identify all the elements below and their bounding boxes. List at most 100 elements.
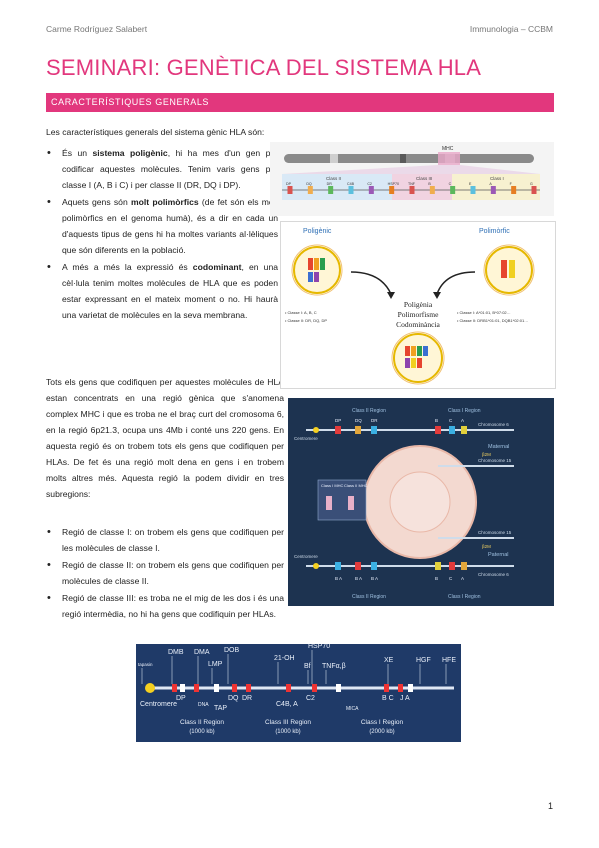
gene-mark	[335, 426, 341, 434]
intro-text: Les característiques generals del sistem…	[46, 127, 265, 137]
header-course: Immunologia – CCBM	[469, 24, 553, 34]
gene-mark	[461, 426, 467, 434]
list-item: És un sistema poligènic, hi ha mes d'un …	[46, 145, 278, 193]
gene-mark	[246, 684, 251, 692]
region-size: (2000 kb)	[369, 729, 394, 735]
poligenic-label: Poligènic	[303, 228, 332, 235]
gene-label-bottom: DP	[176, 695, 186, 702]
chr6-bottom: Chromosome 6	[478, 572, 509, 577]
gene-mark	[335, 562, 341, 570]
left-class2: • Classe II: DR, DQ, DP	[285, 318, 327, 323]
gene-label: DR	[371, 418, 378, 423]
region-name: Class I Region	[361, 719, 404, 726]
gene-label-top: Bf	[304, 663, 311, 670]
gene-mark	[389, 186, 395, 194]
section-bar: CARACTERÍSTIQUES GENERALS	[46, 93, 554, 112]
class3-label: Class III	[416, 176, 432, 181]
gene-mark	[490, 186, 496, 194]
maternal-label: Maternal	[488, 444, 509, 450]
gene-label: B	[435, 418, 438, 423]
gene-label-bottom: TAP	[214, 705, 227, 712]
gene-mark	[194, 684, 199, 692]
class2-label: Class II	[326, 176, 341, 181]
header-author: Carme Rodríguez Salabert	[46, 24, 148, 34]
gene-mark	[355, 426, 361, 434]
gene-mark	[371, 562, 377, 570]
mhc-paragraph: Tots els gens que codifiquen per aqueste…	[46, 377, 284, 499]
gene-mark	[348, 186, 354, 194]
gene-mark	[435, 562, 441, 570]
features-list: És un sistema poligènic, hi ha mes d'un …	[46, 145, 278, 324]
gene-label-top: LMP	[208, 661, 223, 668]
gene-label: DP	[335, 418, 341, 423]
right-class2: • Classe II: DRB1*01:01, DQB1*02:01…	[457, 318, 528, 323]
gene-label-bottom: C4B, A	[276, 701, 298, 708]
gene-mark	[470, 186, 476, 194]
gene-mark	[371, 426, 377, 434]
list-item: Regió de classe III: es troba ne el mig …	[46, 590, 284, 622]
gene-label-top: tapasin	[138, 662, 153, 667]
class1-region-bottom: Class I Region	[448, 594, 481, 600]
gene-label-top: DOB	[224, 647, 240, 654]
codominancia-label: Codominància	[396, 320, 440, 329]
list-item: A més a més la expressió és codominant, …	[46, 259, 278, 323]
class2-region-bottom: Class II Region	[352, 594, 386, 600]
gene-label-top: HGF	[416, 657, 431, 664]
gene-mark	[355, 562, 361, 570]
gene-label-bottom: DNA	[198, 702, 209, 708]
region-size: (1000 kb)	[189, 729, 214, 735]
gene-mark	[449, 426, 455, 434]
left-class1: • Classe I: A, B, C	[285, 310, 317, 315]
gene-label: B A	[355, 576, 362, 581]
gene-label-bottom: B C	[382, 695, 394, 702]
gene-label: A	[461, 418, 464, 423]
chr6-top: Chromosome 6	[478, 422, 509, 427]
region-name: Class III Region	[265, 719, 311, 726]
gene-label-top: TNFα,β	[322, 663, 346, 670]
gene-label: G	[530, 182, 533, 186]
gene-label: B	[435, 576, 438, 581]
gene-label-bottom: J A	[400, 695, 410, 702]
gene-label: DP	[286, 182, 292, 186]
gene-label-top: 21-OH	[274, 655, 295, 662]
b2m-bottom: β2M	[482, 544, 491, 549]
region-size: (1000 kb)	[275, 729, 300, 735]
gene-label: DQ	[306, 182, 312, 186]
gene-label: A	[461, 576, 464, 581]
class1mhc-label: Class I MHC	[321, 483, 344, 488]
gene-label: C2	[367, 182, 372, 186]
inheritance-figure: Class II Region Class I Region Class II …	[288, 398, 554, 606]
polygeny-diagram-figure: Poligènic Polimòrfic Poligènia Polimorfi…	[280, 221, 556, 389]
gene-label: C	[449, 576, 453, 581]
gene-mark	[214, 684, 219, 692]
gene-label-top: HFE	[442, 657, 456, 664]
gene-mark	[409, 186, 415, 194]
list-item: Regió de classe II: on trobem els gens q…	[46, 557, 284, 589]
list-item: Regió de classe I: on trobem els gens qu…	[46, 524, 284, 556]
gene-label: C4B	[347, 182, 355, 186]
gene-label-top: HSP70	[308, 644, 330, 650]
gene-mark	[286, 684, 291, 692]
section-title: CARACTERÍSTIQUES GENERALS	[51, 97, 210, 107]
gene-mark	[312, 684, 317, 692]
gene-mark	[368, 186, 374, 194]
class2mhc-label: Class II MHC	[344, 483, 368, 488]
gene-label-top: XE	[384, 657, 394, 664]
gene-mark	[531, 186, 537, 194]
poligenia-label: Poligènia	[404, 300, 433, 309]
gene-label: DR	[327, 182, 333, 186]
gene-label: C	[449, 182, 452, 186]
gene-label-bottom: DR	[242, 695, 252, 702]
gene-mark	[307, 186, 313, 194]
class1-label: Class I	[490, 176, 504, 181]
gene-mark	[232, 684, 237, 692]
gene-mark	[461, 562, 467, 570]
gene-label-bottom: Centromere	[140, 701, 177, 708]
gene-mark	[384, 684, 389, 692]
gene-label: F	[510, 182, 513, 186]
gene-mark	[180, 684, 185, 692]
gene-label: TNF	[408, 182, 416, 186]
chr15-bottom: Chromosome 15	[478, 530, 512, 535]
